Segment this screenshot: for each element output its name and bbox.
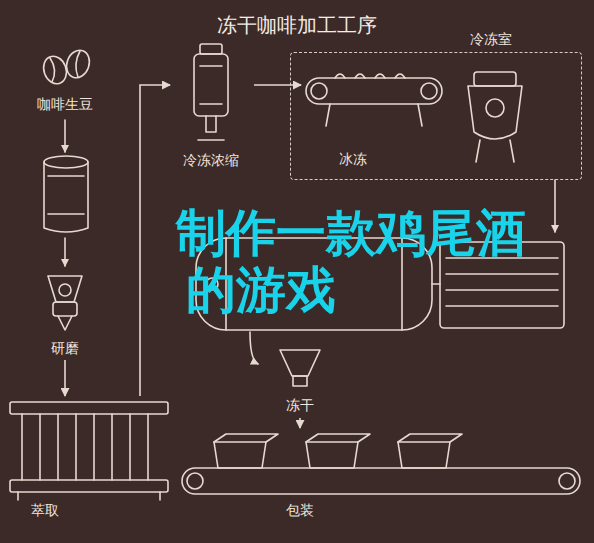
freezing-conveyor (306, 74, 442, 126)
watermark-text: 的游戏 (186, 262, 336, 318)
chamber-region: 冷冻室冰冻 (290, 52, 582, 180)
roaster-cylinder (44, 156, 88, 232)
coffee-beans (40, 47, 93, 87)
process-step: 研磨 (25, 268, 105, 360)
flow-arrow (254, 84, 301, 86)
process-step: 包装 (176, 428, 586, 522)
process-step: 咖啡生豆 (22, 42, 110, 117)
freeze-dry-funnel (280, 350, 320, 386)
packaging-conveyor (182, 434, 580, 494)
freeze-concentrator (194, 44, 228, 140)
step-label: 咖啡生豆 (34, 95, 96, 113)
step-label: 冷冻浓缩 (180, 151, 242, 169)
step-label: 冻干 (283, 396, 317, 414)
step-label: 研磨 (48, 339, 82, 357)
watermark-text: 制作一款鸡尾酒 (176, 205, 526, 261)
step-label: 冷冻室 (467, 30, 515, 48)
step-label: 萃取 (28, 501, 62, 519)
freezer-unit (468, 72, 522, 162)
grinder (48, 276, 82, 330)
step-label: 冰冻 (336, 150, 370, 168)
step-label: 包装 (283, 501, 317, 519)
extraction-rack (10, 402, 168, 500)
process-step: 冻干 (262, 344, 338, 418)
flow-arrow (64, 360, 66, 396)
process-step: 冰冻 (301, 61, 453, 173)
process-step: 冷冻浓缩 (170, 36, 254, 172)
flow-arrow (299, 418, 301, 428)
process-step: 萃取 (4, 396, 174, 522)
flow-arrow (140, 85, 170, 396)
